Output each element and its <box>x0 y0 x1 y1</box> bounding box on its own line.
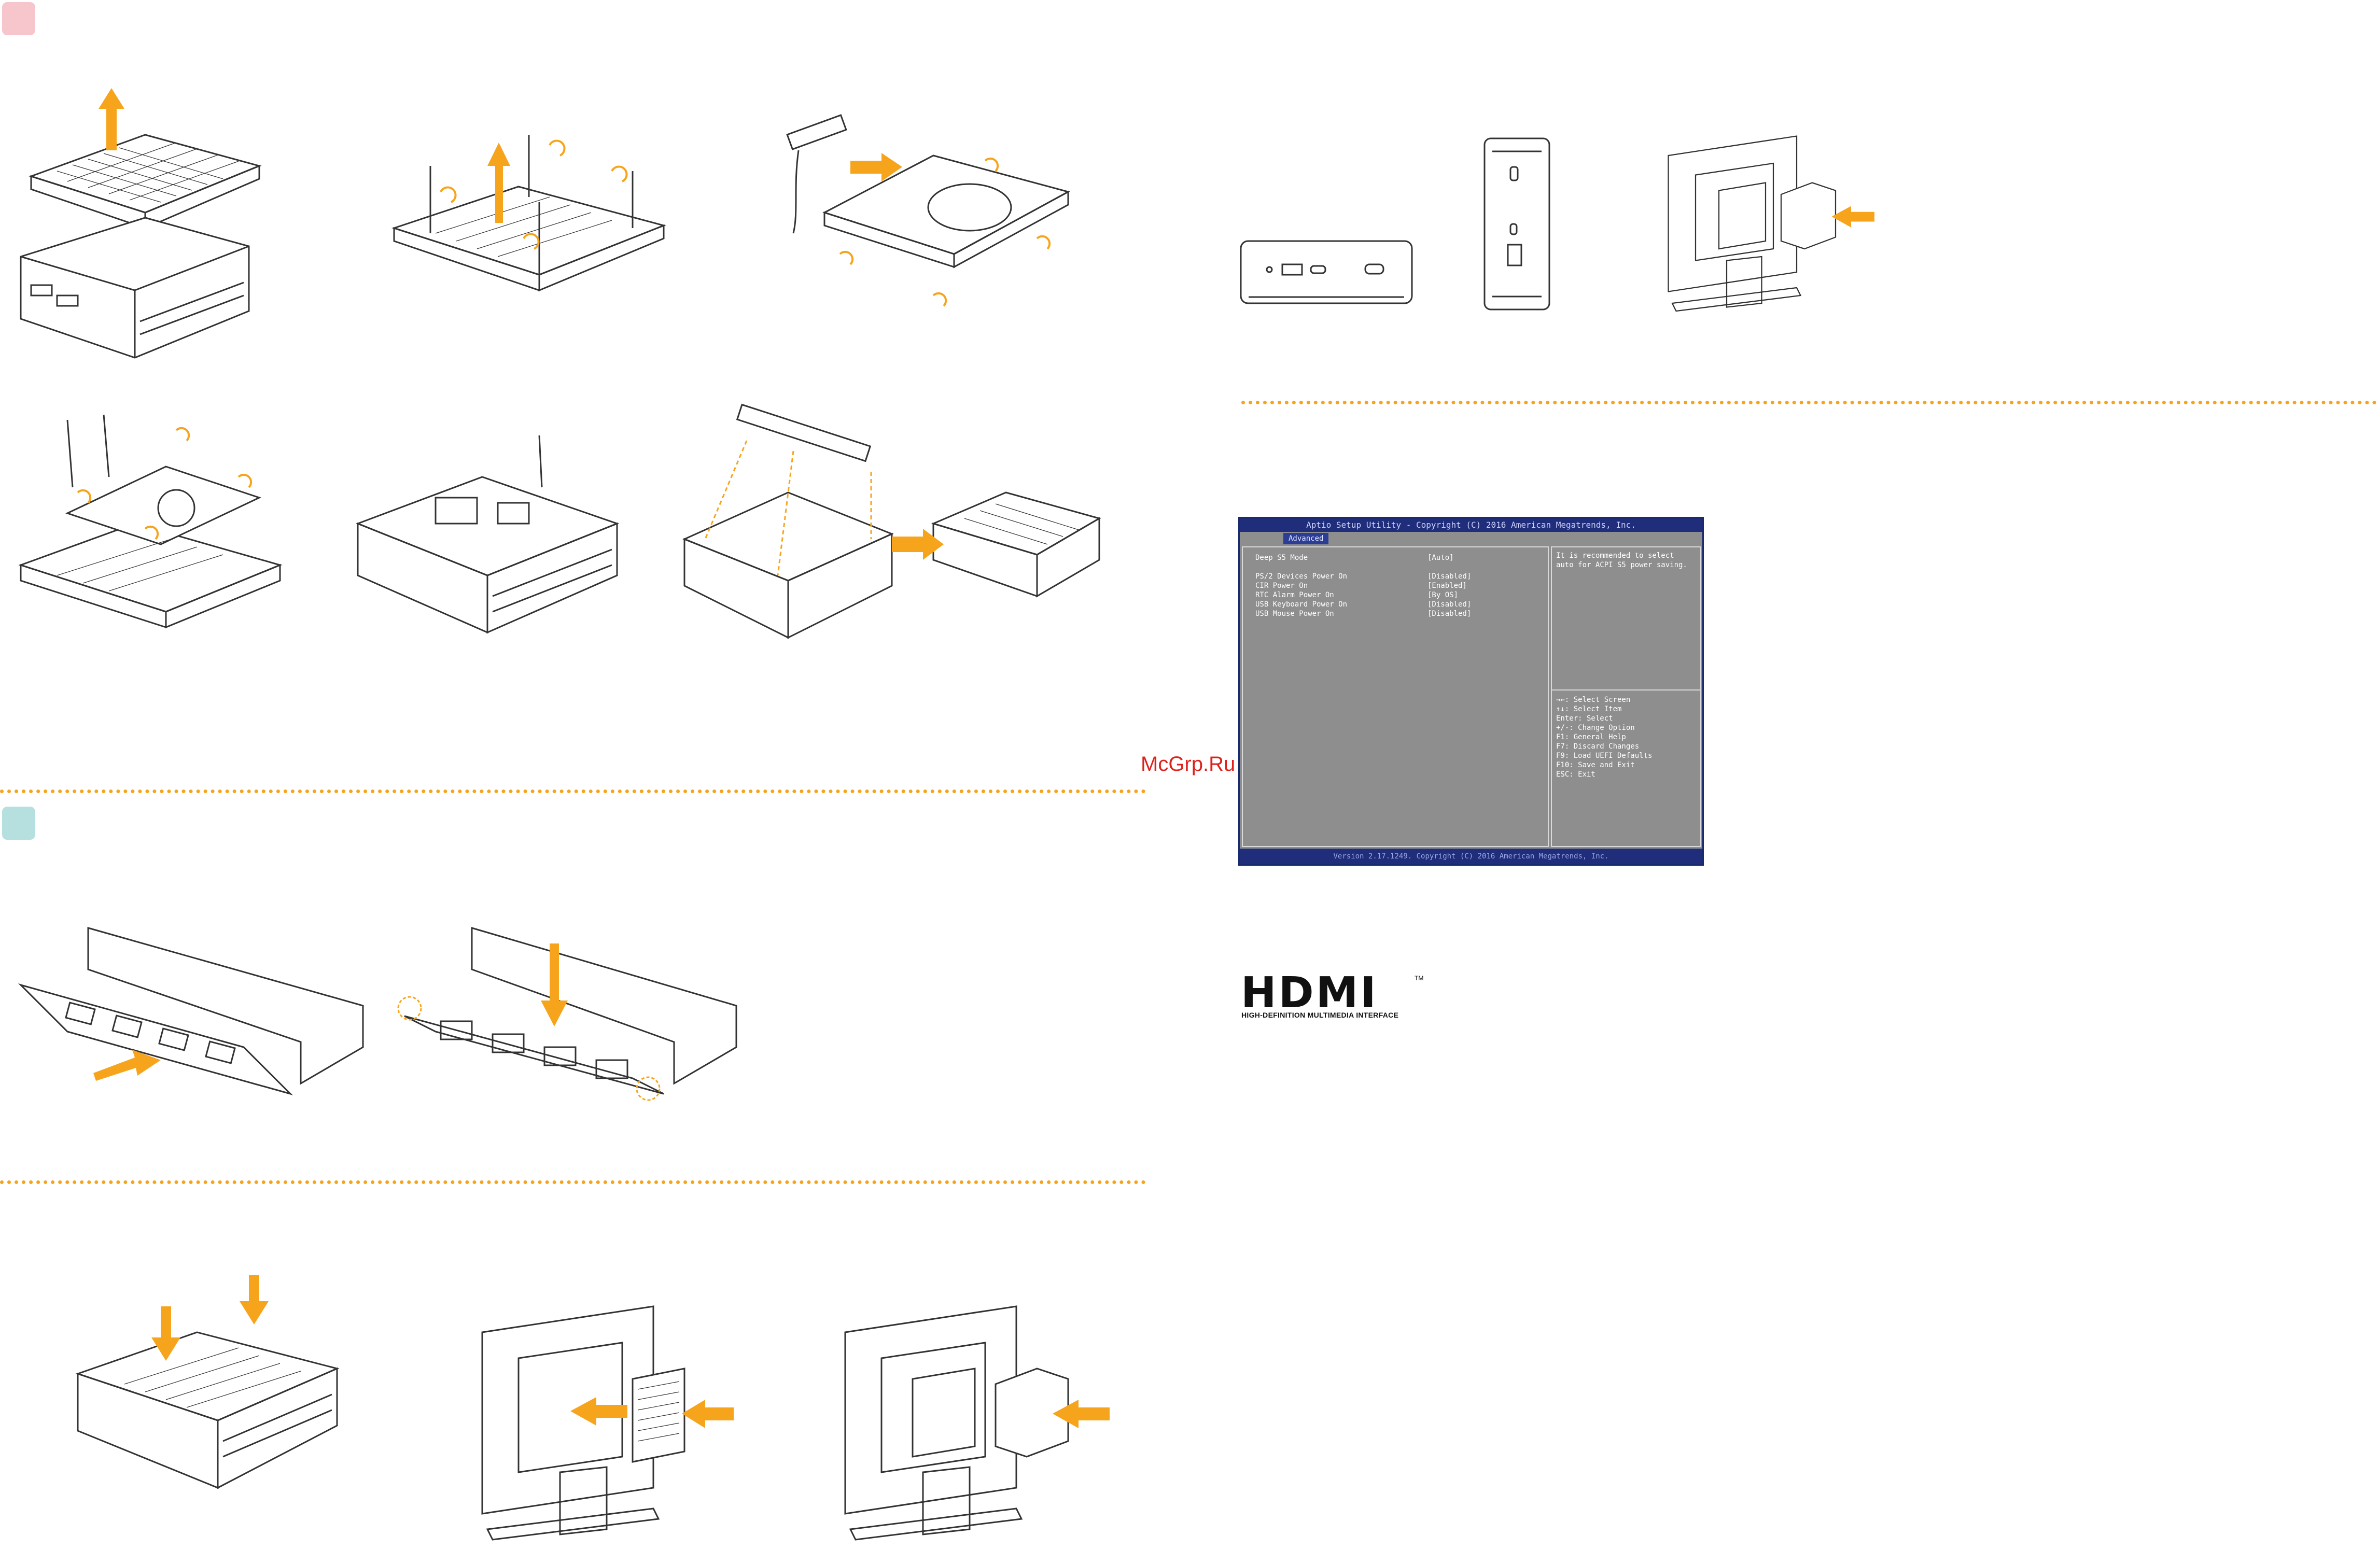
section-2-badge <box>2 807 35 840</box>
divider-left-1 <box>0 790 1146 793</box>
illustration-step6-close-chassis <box>682 403 1101 639</box>
bios-row-value[interactable]: [Auto] <box>1427 554 1454 562</box>
bios-key-hint: →←: Select Screen <box>1556 696 1631 704</box>
bios-settings-panel: Deep S5 Mode [Auto] PS/2 Devices Power O… <box>1242 546 1549 847</box>
bios-key-hint: F9: Load UEFI Defaults <box>1556 752 1653 760</box>
bios-row-label[interactable]: CIR Power On <box>1255 582 1308 590</box>
bios-title: Aptio Setup Utility - Copyright (C) 2016… <box>1240 518 1702 532</box>
hdmi-logo: HDMI <box>1241 968 1378 1018</box>
bios-row-value[interactable]: [By OS] <box>1427 591 1459 599</box>
illustration-front-panel <box>1240 240 1413 304</box>
bios-row-label[interactable]: RTC Alarm Power On <box>1255 591 1334 599</box>
illustration-step3-install-drive <box>786 114 1071 307</box>
section-1-badge <box>2 2 35 35</box>
illustration-step5-connect-cable <box>355 435 620 634</box>
illustration-memory-insert-angle <box>18 927 364 1095</box>
illustration-vesa-bracket <box>481 1305 734 1541</box>
illustration-memory-press-down <box>397 926 737 1101</box>
illustration-step2-remove-screws <box>391 135 666 292</box>
illustration-attach-pc-to-monitor <box>844 1305 1110 1541</box>
hdmi-trademark: TM <box>1415 975 1424 982</box>
bios-row-label[interactable]: USB Keyboard Power On <box>1255 600 1348 609</box>
bios-row-label[interactable]: PS/2 Devices Power On <box>1255 572 1348 581</box>
bios-row-label[interactable]: Deep S5 Mode <box>1255 554 1308 562</box>
bios-help-panel: It is recommended to select auto for ACP… <box>1551 546 1701 847</box>
divider-top-right <box>1241 401 2377 404</box>
bios-footer: Version 2.17.1249. Copyright (C) 2016 Am… <box>1240 849 1702 864</box>
illustration-side-panel <box>1483 137 1550 311</box>
bios-row-value[interactable]: [Disabled] <box>1427 572 1472 581</box>
illustration-monitor-mount-right <box>1668 135 1874 312</box>
hdmi-tagline: HIGH-DEFINITION MULTIMEDIA INTERFACE <box>1241 1011 1399 1019</box>
illustration-step1-lift-lid <box>20 88 262 359</box>
bios-key-hint: F1: General Help <box>1556 733 1626 741</box>
bios-key-hint: F7: Discard Changes <box>1556 742 1640 751</box>
bios-row-label[interactable]: USB Mouse Power On <box>1255 610 1334 618</box>
watermark-text: McGrp.Ru <box>1141 753 1236 776</box>
bios-screenshot: Aptio Setup Utility - Copyright (C) 2016… <box>1238 517 1704 866</box>
bios-row-value[interactable]: [Enabled] <box>1427 582 1467 590</box>
bios-key-hint: F10: Save and Exit <box>1556 761 1635 769</box>
bios-key-hint: Enter: Select <box>1556 714 1613 723</box>
bios-row-value[interactable]: [Disabled] <box>1427 610 1472 618</box>
illustration-mount-base-screws <box>75 1275 340 1489</box>
bios-row-value[interactable]: [Disabled] <box>1427 600 1472 609</box>
bios-key-hint: ↑↓: Select Item <box>1556 705 1622 713</box>
bios-key-hint: +/-: Change Option <box>1556 724 1635 732</box>
bios-key-hint: ESC: Exit <box>1556 770 1595 779</box>
bios-help-line: auto for ACPI S5 power saving. <box>1556 561 1687 569</box>
divider-left-2 <box>0 1180 1146 1184</box>
illustration-step4-attach-drive-bracket <box>18 414 283 629</box>
bios-tab-advanced[interactable]: Advanced <box>1283 533 1329 544</box>
bios-help-line: It is recommended to select <box>1556 552 1674 560</box>
bios-help-separator <box>1552 689 1700 691</box>
